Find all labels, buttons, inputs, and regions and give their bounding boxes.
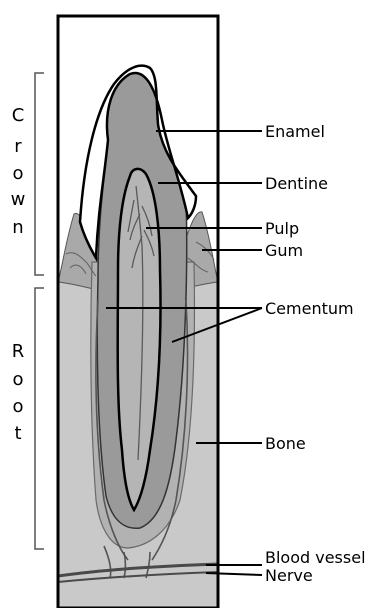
crown-bracket [35,73,44,275]
label-cementum: Cementum [265,299,354,318]
root-letter: o [12,396,23,417]
root-label: R o o t [12,341,25,444]
label-bone: Bone [265,434,306,453]
label-dentine: Dentine [265,174,328,193]
label-nerve: Nerve [265,566,313,585]
root-letter: t [14,423,21,444]
crown-letter: w [11,189,26,210]
root-letter: R [12,341,25,362]
root-letter: o [12,369,23,390]
crown-label: C r o w n [11,105,26,238]
label-blood-vessel: Blood vessel [265,548,366,567]
crown-letter: o [12,163,23,184]
crown-letter: C [12,105,25,126]
crown-letter: n [12,217,23,238]
label-enamel: Enamel [265,122,325,141]
label-gum: Gum [265,241,303,260]
label-pulp: Pulp [265,219,299,238]
crown-letter: r [14,136,22,157]
root-bracket [35,288,44,549]
